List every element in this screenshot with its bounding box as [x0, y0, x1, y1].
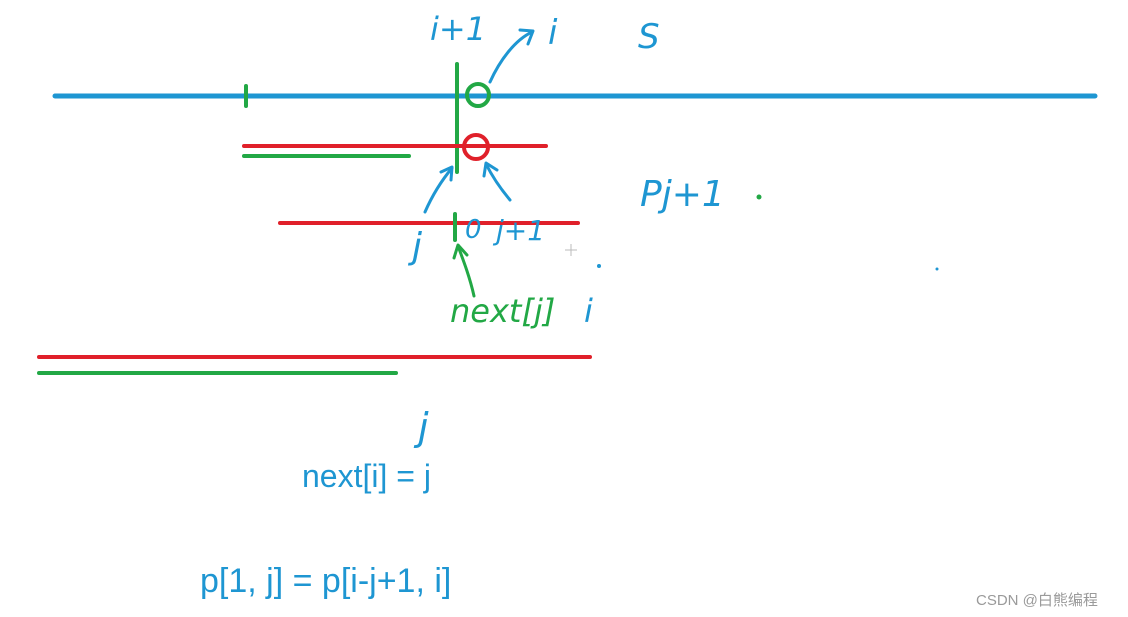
label-j-bottom: j: [413, 405, 429, 449]
watermark: CSDN @白熊编程: [976, 592, 1098, 609]
label-zero: 0: [465, 215, 482, 245]
label-p-j-plus-1: Pj+1: [640, 174, 725, 215]
dot-mark-1: [756, 194, 762, 200]
label-j-left: j: [407, 226, 422, 267]
arrow-from-next: [456, 244, 476, 298]
arrowhead-from-j: [439, 165, 454, 182]
label-j-plus-1: j+1: [492, 214, 545, 247]
formula-next: next[i] = j: [302, 458, 431, 494]
cursor-crosshair-icon: [565, 244, 577, 256]
formula-p: p[1, j] = p[i-j+1, i]: [200, 562, 452, 600]
dot-mark-3: [597, 264, 601, 268]
arrow-from-j: [423, 166, 454, 214]
arrowhead-to-i: [518, 28, 535, 46]
dot-mark-2: [935, 267, 939, 271]
label-next-j: next[j]: [450, 292, 555, 330]
arrow-to-i: [488, 30, 534, 84]
label-i-next: i: [584, 292, 593, 330]
label-i-top: i: [548, 13, 558, 53]
position-j1-circle: [462, 133, 490, 161]
position-i-circle: [465, 82, 491, 108]
arrowhead-from-j1: [482, 161, 499, 178]
arrow-from-j1: [484, 162, 512, 202]
label-s: S: [638, 17, 660, 57]
label-i-plus-1-top: i+1: [430, 10, 486, 48]
arrowhead-from-next: [452, 243, 469, 260]
